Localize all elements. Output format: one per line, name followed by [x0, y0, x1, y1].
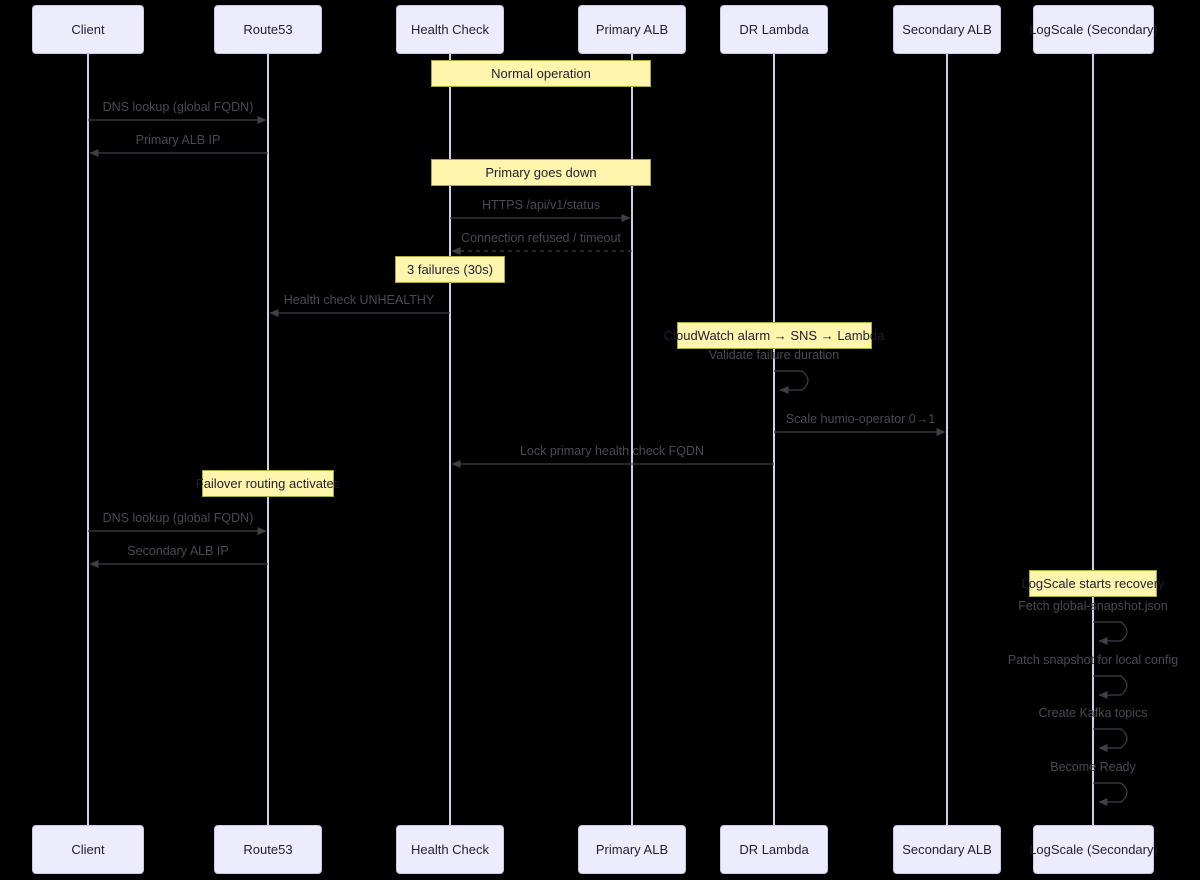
- note-text: Primary goes down: [485, 164, 597, 180]
- msg-patch-snapshot-label: Patch snapshot for local config: [1007, 653, 1179, 667]
- participant-health-bottom[interactable]: Health Check: [396, 825, 504, 874]
- note-text: CloudWatch alarm → SNS → Lambda: [663, 327, 885, 343]
- note-normal-operation: Normal operation: [431, 60, 651, 87]
- note-three-failures: 3 failures (30s): [395, 256, 505, 283]
- note-cloudwatch: CloudWatch alarm → SNS → Lambda: [664, 322, 884, 349]
- participant-health-top[interactable]: Health Check: [396, 5, 504, 54]
- note-failover: Failover routing activates: [196, 470, 340, 497]
- msg-dns-lookup-2-label: DNS lookup (global FQDN): [102, 511, 254, 525]
- participant-label: Client: [71, 21, 105, 37]
- participant-secondary-top[interactable]: Secondary ALB: [893, 5, 1001, 54]
- participant-client-bottom[interactable]: Client: [32, 825, 144, 874]
- participant-label: LogScale (Secondary): [1029, 21, 1158, 37]
- participant-primary-top[interactable]: Primary ALB: [578, 5, 686, 54]
- participant-label: LogScale (Secondary): [1029, 841, 1158, 857]
- msg-unhealthy-label: Health check UNHEALTHY: [283, 293, 435, 307]
- participant-label: Secondary ALB: [902, 841, 992, 857]
- participant-client-top[interactable]: Client: [32, 5, 144, 54]
- msg-dns-lookup-1-label: DNS lookup (global FQDN): [102, 100, 254, 114]
- note-text: LogScale starts recovery: [1021, 575, 1165, 591]
- msg-lock-fqdn-label: Lock primary health check FQDN: [519, 444, 705, 458]
- participant-label: DR Lambda: [739, 21, 809, 37]
- note-text: Failover routing activates: [195, 475, 341, 491]
- participant-lambda-top[interactable]: DR Lambda: [720, 5, 828, 54]
- msg-connection-refused-label: Connection refused / timeout: [461, 231, 621, 245]
- msg-scale-operator-label: Scale humio-operator 0→1: [785, 412, 936, 426]
- participant-label: Primary ALB: [595, 21, 669, 37]
- msg-patch-snapshot-arrow: [1093, 675, 1128, 699]
- participant-route53-bottom[interactable]: Route53: [214, 825, 322, 874]
- participant-label: Route53: [243, 841, 293, 857]
- note-text: Normal operation: [491, 65, 591, 81]
- note-logscale-recover: LogScale starts recovery: [1021, 570, 1165, 597]
- participant-route53-top[interactable]: Route53: [214, 5, 322, 54]
- msg-fetch-snapshot-label: Fetch global-snapshot.json: [1018, 599, 1168, 613]
- note-text: 3 failures (30s): [407, 261, 493, 277]
- participant-lambda-bottom[interactable]: DR Lambda: [720, 825, 828, 874]
- participant-label: Client: [71, 841, 105, 857]
- arrows-group: [88, 116, 1128, 806]
- msg-fetch-snapshot-arrow: [1093, 621, 1128, 645]
- msg-primary-alb-ip-label: Primary ALB IP: [135, 133, 221, 147]
- msg-become-ready-arrow: [1093, 782, 1128, 806]
- msg-secondary-alb-ip-label: Secondary ALB IP: [127, 544, 229, 558]
- note-primary-down: Primary goes down: [431, 159, 651, 186]
- msg-https-status-label: HTTPS /api/v1/status: [481, 198, 601, 212]
- msg-validate-duration-label: Validate failure duration: [708, 348, 840, 362]
- msg-create-topics-arrow: [1093, 728, 1128, 752]
- participant-primary-bottom[interactable]: Primary ALB: [578, 825, 686, 874]
- participant-logscale-bottom[interactable]: LogScale (Secondary): [1029, 825, 1158, 874]
- participant-label: Health Check: [410, 841, 490, 857]
- participant-secondary-bottom[interactable]: Secondary ALB: [893, 825, 1001, 874]
- participant-label: Route53: [243, 21, 293, 37]
- msg-create-topics-label: Create Kafka topics: [1038, 706, 1148, 720]
- participant-label: DR Lambda: [739, 841, 809, 857]
- participant-logscale-top[interactable]: LogScale (Secondary): [1029, 5, 1158, 54]
- participant-label: Health Check: [410, 21, 490, 37]
- msg-validate-duration-arrow: [774, 370, 809, 394]
- msg-become-ready-label: Become Ready: [1050, 760, 1136, 774]
- participant-label: Primary ALB: [595, 841, 669, 857]
- participant-label: Secondary ALB: [902, 21, 992, 37]
